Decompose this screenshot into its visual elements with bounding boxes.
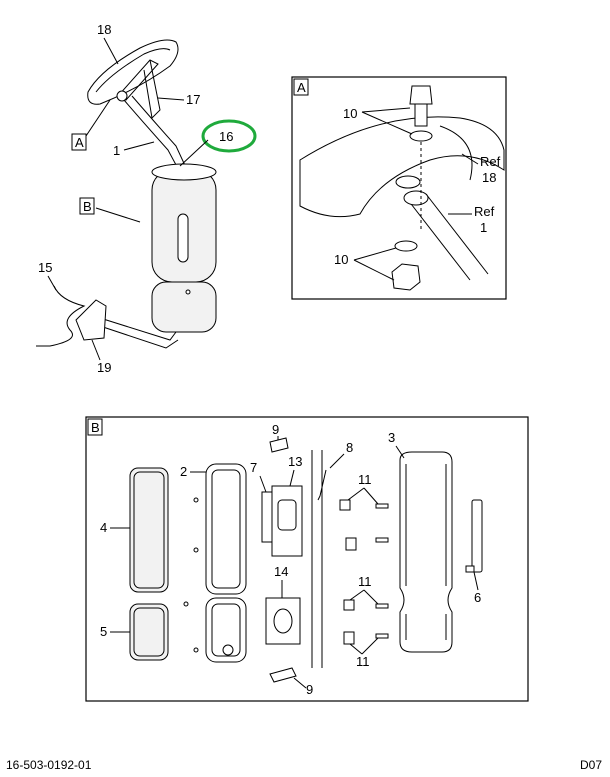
view-marker-b bbox=[79, 197, 95, 215]
motor-13 bbox=[271, 485, 303, 557]
detail-a-arm bbox=[407, 199, 471, 281]
callout-18: 18 bbox=[97, 22, 111, 37]
strip-6 bbox=[471, 499, 483, 573]
clip-9-top bbox=[269, 437, 289, 453]
detail-b-callout-14: 14 bbox=[274, 564, 288, 579]
detail-b-callout-13: 13 bbox=[288, 454, 302, 469]
detail-b-callout-2: 2 bbox=[180, 464, 187, 479]
detail-b-callout-4: 4 bbox=[100, 520, 107, 535]
callout-a: A bbox=[75, 135, 84, 150]
detail-b-callout-5: 5 bbox=[100, 624, 107, 639]
detail-b-callout-9-top: 9 bbox=[272, 422, 279, 437]
detail-a-bolt-head bbox=[409, 85, 433, 105]
detail-b-callout-7: 7 bbox=[250, 460, 257, 475]
detail-a-ref-18-word: Ref bbox=[480, 154, 501, 169]
detail-b-letter: B bbox=[91, 420, 100, 435]
glass-5 bbox=[129, 603, 169, 661]
callout-16: 16 bbox=[219, 129, 233, 144]
detail-a-washer-top bbox=[409, 130, 433, 142]
motor-14 bbox=[265, 597, 301, 645]
detail-b-callout-6: 6 bbox=[474, 590, 481, 605]
detail-b-callout-3: 3 bbox=[388, 430, 395, 445]
mirror-head-18 bbox=[87, 39, 179, 105]
detail-a-nut bbox=[391, 263, 421, 291]
frame-2 bbox=[205, 463, 247, 595]
lower-mirror bbox=[151, 281, 217, 333]
callout-b: B bbox=[83, 199, 92, 214]
arm-1 bbox=[123, 99, 183, 177]
view-marker-a bbox=[71, 133, 87, 151]
bracket-19 bbox=[75, 299, 107, 341]
footer-page-code: D07 bbox=[579, 758, 602, 772]
callout-15: 15 bbox=[38, 260, 52, 275]
clip-9-bottom bbox=[269, 667, 297, 683]
detail-a-ref-18-num: 18 bbox=[482, 170, 496, 185]
connectors-11 bbox=[339, 499, 389, 645]
detail-b-callout-9-bottom: 9 bbox=[306, 682, 313, 697]
detail-b-callout-8: 8 bbox=[346, 440, 353, 455]
cable-15 bbox=[36, 285, 86, 347]
detail-a-callout-10-bottom: 10 bbox=[334, 252, 348, 267]
main-mirror-assembly: 18 17 A 1 16 B 15 19 bbox=[36, 22, 257, 375]
detail-a-mirror-back bbox=[299, 116, 505, 218]
highlight-circle-16 bbox=[201, 119, 257, 153]
detail-b-callout-11-b: 11 bbox=[358, 574, 372, 589]
wire-8 bbox=[317, 469, 327, 501]
housing-3 bbox=[399, 451, 453, 653]
detail-a-callout-10-top: 10 bbox=[343, 106, 357, 121]
detail-a-panel: A 10 Ref 18 Ref 1 10 bbox=[291, 76, 507, 300]
callout-17: 17 bbox=[186, 92, 200, 107]
detail-b-callout-11-a: 11 bbox=[358, 472, 372, 487]
detail-a-ref-1-word: Ref bbox=[474, 204, 495, 219]
glass-4 bbox=[129, 467, 169, 593]
detail-b-panel: B bbox=[85, 416, 529, 702]
detail-a-letter: A bbox=[297, 80, 306, 95]
detail-a-ref-1-num: 1 bbox=[480, 220, 487, 235]
lower-arm bbox=[99, 317, 177, 341]
callout-19: 19 bbox=[97, 360, 111, 375]
detail-a-washer-bottom bbox=[394, 240, 418, 252]
callout-1: 1 bbox=[113, 143, 120, 158]
footer-part-number: 16-503-0192-01 bbox=[6, 758, 92, 772]
detail-b-callout-11-c: 11 bbox=[356, 654, 370, 669]
